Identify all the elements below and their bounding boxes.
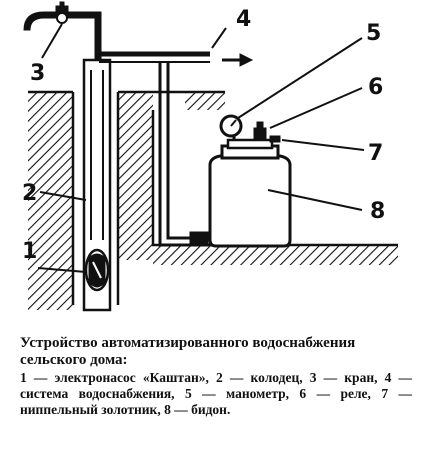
- manometer: [219, 114, 243, 140]
- pump: [84, 248, 110, 292]
- label-4: 4: [236, 7, 251, 32]
- caption-legend: 1 — электронасос «Каштан», 2 — колодец, …: [20, 370, 412, 417]
- label-1: 1: [22, 239, 37, 264]
- nipple-valve: [269, 135, 281, 143]
- label-3: 3: [30, 61, 45, 86]
- label-7: 7: [368, 141, 383, 166]
- label-2: 2: [22, 181, 37, 206]
- label-6: 6: [368, 75, 383, 100]
- figure-caption: Устройство автоматизированного водоснабж…: [20, 335, 412, 418]
- flow-arrow: [222, 53, 254, 67]
- leader-lines: [37, 23, 365, 273]
- faucet: [23, 1, 102, 61]
- ground-lines: [28, 90, 398, 305]
- relay: [253, 121, 267, 141]
- ground-hatching: [28, 92, 398, 310]
- can: [208, 138, 292, 248]
- caption-title: Устройство автоматизированного водоснабж…: [20, 335, 356, 368]
- label-5: 5: [366, 21, 381, 46]
- supply-pipe: [96, 51, 210, 247]
- label-8: 8: [370, 199, 385, 224]
